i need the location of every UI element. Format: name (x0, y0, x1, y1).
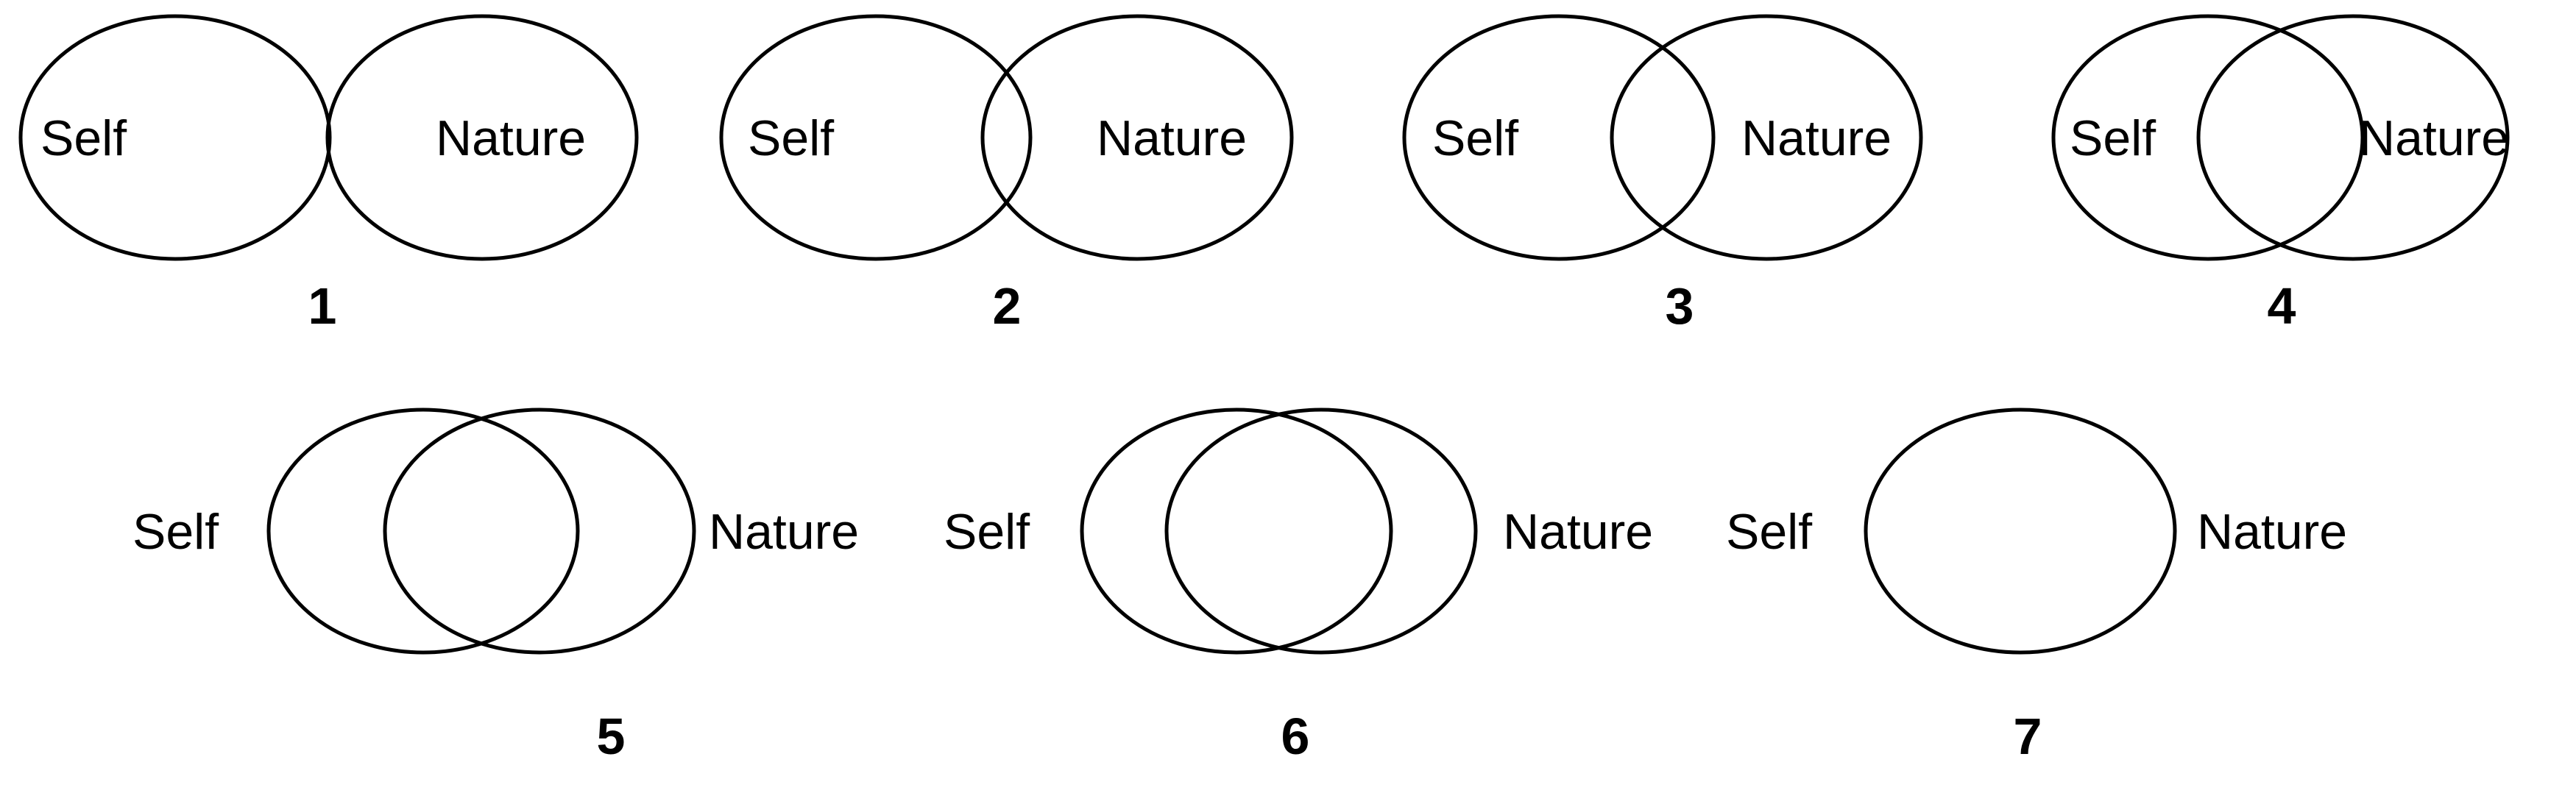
self-circle (1402, 14, 1716, 261)
option-2[interactable]: Self Nature 2 (719, 14, 1294, 335)
self-circle (1080, 408, 1393, 655)
option-number: 4 (2268, 277, 2296, 335)
nature-label: Nature (1097, 110, 1247, 166)
option-1[interactable]: Self Nature 1 (18, 14, 639, 335)
option-4[interactable]: Self Nature 4 (2051, 14, 2510, 335)
self-label: Self (1726, 504, 1812, 560)
option-number: 1 (308, 277, 337, 335)
self-circle (2051, 14, 2365, 261)
option-6[interactable]: Self Nature 6 (944, 408, 1653, 765)
nature-label: Nature (436, 110, 586, 166)
self-nature-circle (1864, 408, 2177, 655)
option-number: 7 (2014, 708, 2042, 765)
nature-circle (2196, 14, 2510, 261)
self-label: Self (1432, 110, 1518, 166)
self-label: Self (748, 110, 834, 166)
self-circle (266, 408, 580, 655)
option-number: 2 (993, 277, 1022, 335)
option-5[interactable]: Self Nature 5 (132, 408, 859, 765)
nature-label: Nature (1741, 110, 1892, 166)
option-7[interactable]: Self Nature 7 (1726, 408, 2347, 765)
self-label: Self (40, 110, 127, 166)
option-number: 3 (1666, 277, 1694, 335)
nature-circle (1164, 408, 1478, 655)
option-3[interactable]: Self Nature 3 (1402, 14, 1923, 335)
nature-circle (383, 408, 696, 655)
nature-label: Nature (2359, 110, 2509, 166)
self-label: Self (2070, 110, 2156, 166)
nature-label: Nature (709, 504, 859, 560)
nature-circle (325, 14, 639, 261)
self-label: Self (944, 504, 1030, 560)
nature-circle (980, 14, 1294, 261)
self-circle (719, 14, 1033, 261)
option-number: 6 (1281, 708, 1310, 765)
nature-label: Nature (1503, 504, 1653, 560)
nature-label: Nature (2197, 504, 2347, 560)
self-label: Self (132, 504, 219, 560)
nature-circle (1610, 14, 1923, 261)
self-circle (18, 14, 332, 261)
option-number: 5 (597, 708, 626, 765)
